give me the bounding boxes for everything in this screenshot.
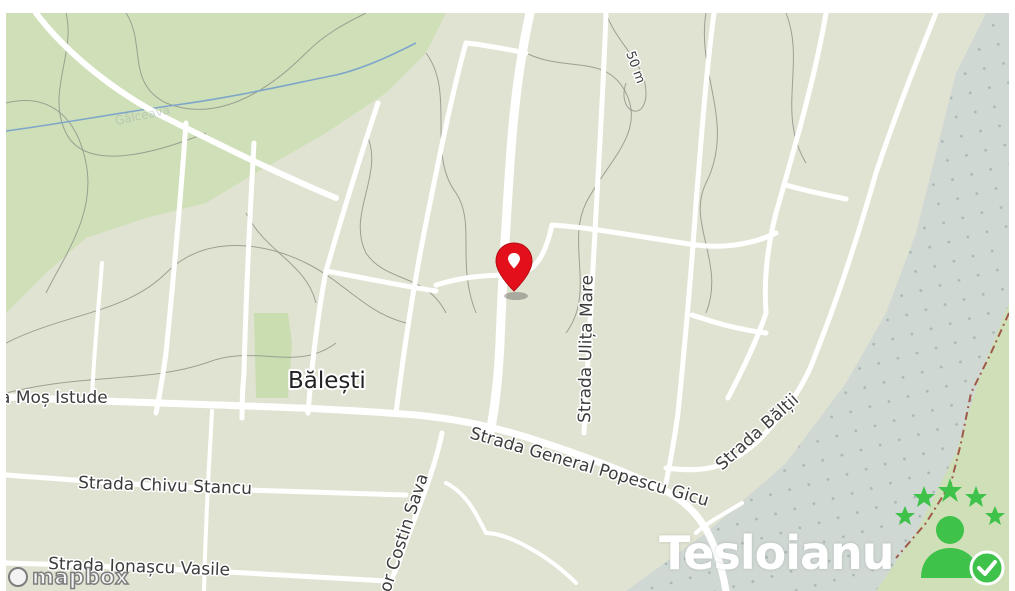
watermark-text: Tesloianu — [659, 526, 895, 580]
road-network — [6, 13, 939, 591]
forest-area-east — [876, 303, 1009, 591]
street-label-ulita-mare: Strada Ulița Mare — [575, 275, 598, 423]
map-view[interactable]: 50 m Gâlceava a Moș Istude Strada Genera… — [6, 13, 1009, 591]
contour-lines — [6, 13, 807, 394]
person-check-stars-icon — [895, 478, 1005, 586]
water-area — [626, 13, 1009, 591]
park-area — [254, 313, 292, 398]
boundary-line — [895, 312, 1009, 559]
stream — [6, 42, 417, 132]
place-label: Bălești — [288, 368, 366, 394]
attribution-text: mapbox — [31, 564, 130, 590]
mapbox-logo-icon — [8, 567, 28, 587]
street-label-mos-istude: a Moș Istude — [6, 388, 108, 408]
map-canvas[interactable]: 50 m Gâlceava a Moș Istude Strada Genera… — [6, 13, 1009, 591]
watermark: Tesloianu — [655, 478, 1005, 586]
map-pin-icon[interactable] — [494, 241, 534, 301]
mapbox-attribution[interactable]: mapbox — [8, 564, 130, 590]
